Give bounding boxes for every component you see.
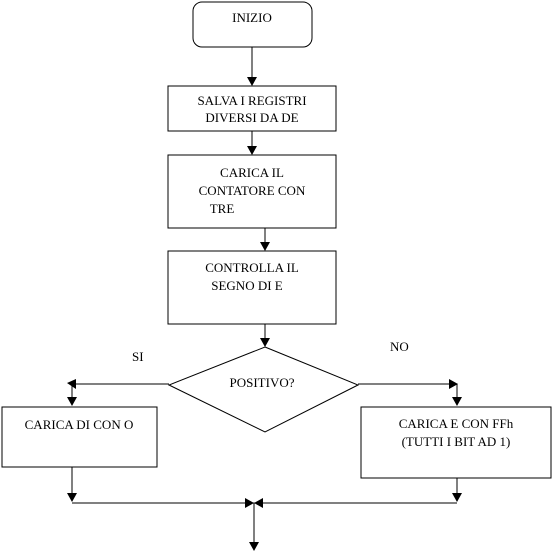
check-sign-line-1: CONTROLLA IL (205, 260, 299, 275)
load-counter-step: CARICA IL CONTATORE CON TRE (167, 154, 337, 229)
load-e-ffh-line-2: (TUTTI I BIT AD 1) (402, 434, 511, 449)
arrowhead (260, 242, 270, 251)
check-sign-line-2: SEGNO DI E (211, 278, 283, 293)
save-registers-line-1: SALVA I REGISTRI (197, 93, 306, 108)
arrowhead (67, 397, 77, 406)
arrowhead (449, 379, 458, 389)
arrowhead (245, 498, 254, 508)
arrowhead (67, 379, 76, 389)
arrowhead (452, 493, 462, 502)
connector-yes-branch (71, 383, 169, 398)
positive-decision: POSITIVO? (167, 346, 360, 433)
decision-label: POSITIVO? (230, 375, 295, 390)
load-d-zero-step: CARICA DI CON O (1, 406, 158, 468)
load-counter-line-1: CARICA IL (220, 165, 284, 180)
load-e-ffh-step: CARICA E CON FFh (TUTTI I BIT AD 1) (360, 406, 552, 479)
check-sign-step: CONTROLLA IL SEGNO DI E (167, 250, 337, 325)
yes-label: SI (132, 349, 144, 364)
save-registers-step: SALVA I REGISTRI DIVERSI DA DE (167, 85, 337, 132)
load-e-ffh-line-1: CARICA E CON FFh (399, 416, 514, 431)
arrowhead (249, 542, 259, 551)
load-counter-line-2: CONTATORE CON (199, 183, 306, 198)
load-d-zero-label: CARICA DI CON O (25, 417, 134, 432)
arrowhead (247, 77, 257, 86)
arrowhead (452, 397, 462, 406)
arrowhead (247, 146, 257, 155)
arrowhead (260, 338, 270, 347)
load-counter-line-3: TRE (210, 201, 235, 216)
no-label: NO (390, 339, 409, 354)
connector-no-branch (358, 383, 458, 398)
save-registers-line-2: DIVERSI DA DE (205, 110, 298, 125)
arrowhead (67, 493, 77, 502)
start-label: INIZIO (232, 10, 272, 25)
arrowhead (254, 498, 263, 508)
start-node: INIZIO (192, 1, 313, 48)
